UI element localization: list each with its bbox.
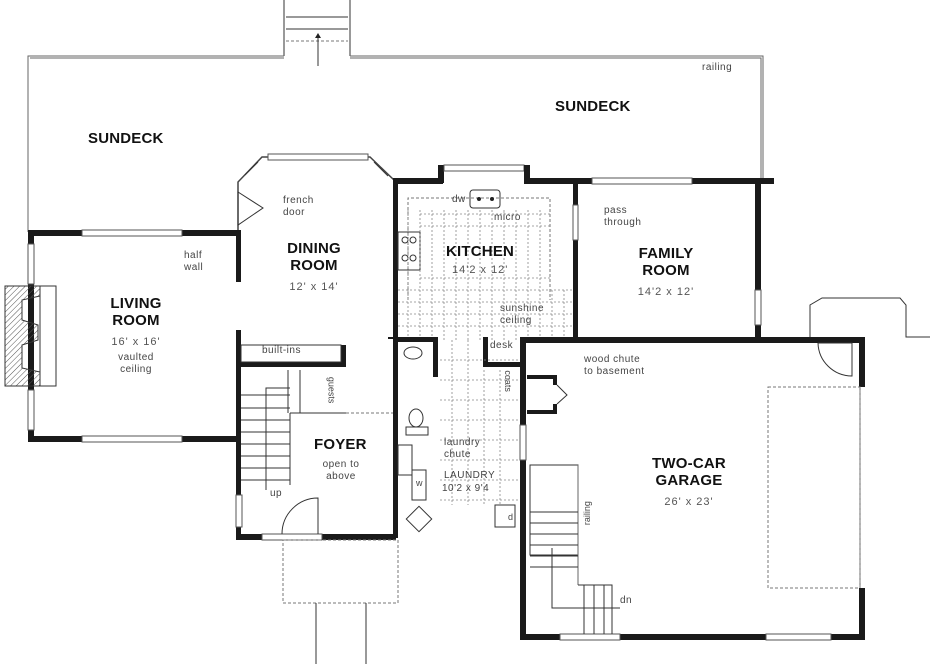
up-label: up [270,488,283,499]
micro-label: micro [494,212,521,223]
garage-walls [388,297,930,641]
half-text: half [184,250,203,261]
guests-label: guests [326,376,337,404]
pass-text: pass [604,205,628,216]
built-ins-label: built-ins [262,345,301,356]
family-room-label: FAMILY ROOM [628,245,704,280]
half-wall-label: half wall [184,250,203,273]
family-room-dims: 14'2 x 12' [637,286,695,298]
front-porch [282,539,399,664]
ceiling-text-2: ceiling [500,314,532,326]
ceiling-text: ceiling [120,363,152,375]
dining-room-dims: 12' x 14' [289,281,339,293]
kitchen-dims: 14'2 x 12' [452,264,509,276]
french-text: french [283,195,314,206]
living-room-note: vaulted ceiling [108,352,164,375]
rear-stairs [283,0,351,66]
sundeck-right-label: SUNDECK [555,98,631,115]
garage-name-1: TWO-CAR [652,455,726,472]
garage-railing-label: railing [581,501,592,526]
fireplace [4,285,57,387]
bath-laundry-walls [397,337,523,533]
open-to-text: open to [322,459,360,470]
family-room-walls [754,178,762,338]
sunshine-ceiling-label: sunshine ceiling [500,303,544,326]
foyer-label: FOYER [314,436,367,453]
dn-label: dn [620,595,633,606]
garage-stairs [529,464,620,634]
above-text: above [326,470,356,482]
garage-closet [527,375,568,414]
kitchen-label: KITCHEN [446,243,515,260]
laundry-label: LAUNDRY [444,470,496,481]
washer-label: w [416,478,423,488]
living-room-name-2: ROOM [112,312,160,330]
sundeck-railing [27,55,764,232]
family-name-2: ROOM [642,262,690,280]
wood-chute-label: wood chute to basement [584,354,645,377]
kitchen-counters [397,189,551,300]
dryer-label: d [508,512,514,522]
living-room-dims: 16' x 16' [111,336,161,348]
foyer-walls [235,344,396,541]
to-basement-text: to basement [584,365,645,377]
dw-label: dw [452,194,466,205]
laundry-dims: 10'2 x 9'4 [442,483,490,494]
laundry-text: laundry [444,437,481,448]
railing-label: railing [702,62,733,73]
dining-name-2: ROOM [290,257,338,275]
laundry-tile-grid [440,340,520,505]
wall-text: wall [184,261,204,273]
garage-dims: 26' x 23' [664,496,714,508]
dining-room-walls [237,153,395,230]
kitchen-tile-grid [398,210,573,340]
laundry-chute-label: laundry chute [444,437,480,460]
sunshine-text: sunshine [500,303,545,314]
living-room-label: LIVING ROOM [106,295,166,330]
dining-room-label: DINING ROOM [284,240,344,275]
desk-label: desk [490,340,514,351]
wood-chute-text: wood chute [584,354,641,365]
dining-name-1: DINING [287,240,341,257]
french-door-label: french door [283,195,314,218]
door-text: door [283,206,306,218]
pass-through-label: pass through [604,205,641,228]
garage-label: TWO-CAR GARAGE [644,455,734,490]
foyer-stairs [241,370,346,490]
foyer-note: open to above [310,459,372,482]
living-room-walls [27,229,241,540]
garage-name-2: GARAGE [655,472,723,490]
living-room-name-1: LIVING [110,295,162,312]
through-text: through [604,216,642,228]
kitchen-walls [393,164,774,538]
family-name-1: FAMILY [638,245,694,262]
vaulted-text: vaulted [118,352,154,363]
coats-label: coats [502,370,513,392]
chute-text: chute [444,448,471,460]
sundeck-left-label: SUNDECK [88,130,164,147]
